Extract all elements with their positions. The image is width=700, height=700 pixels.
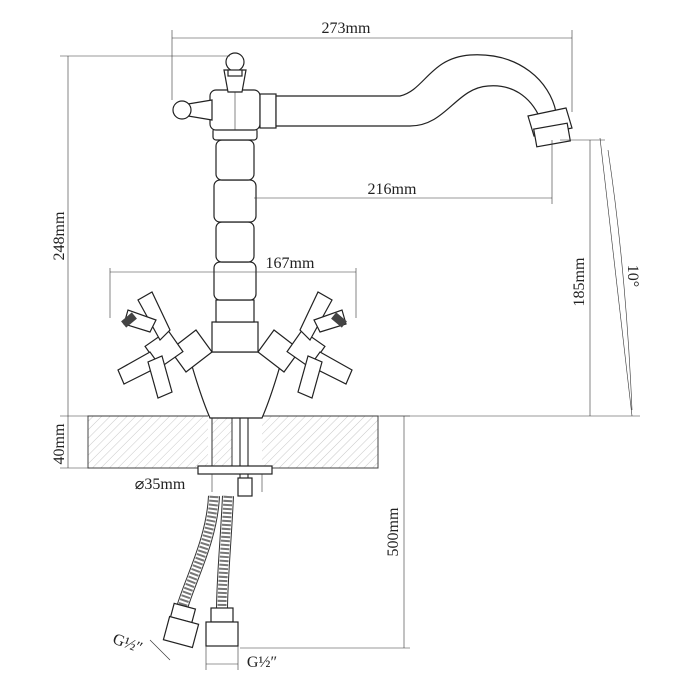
dimension-lines: [60, 30, 640, 670]
label-spout-angle: 10°: [624, 265, 641, 287]
left-hose-fitting: [162, 602, 200, 649]
label-total-width: 273mm: [322, 20, 371, 37]
countertop-section: [60, 415, 410, 497]
label-thread-left: G½″: [110, 631, 144, 657]
label-handle-span: 167mm: [266, 255, 315, 272]
dimension-labels: 273mm 216mm 167mm 248mm 185mm 10° 40mm ⌀…: [51, 20, 641, 671]
label-spout-height: 185mm: [571, 257, 588, 306]
faucet-body: [187, 89, 285, 419]
right-cross-handle: [257, 291, 353, 399]
spout: [259, 54, 573, 148]
label-total-height: 248mm: [51, 211, 68, 260]
left-cross-handle: [117, 291, 213, 399]
label-deck-thickness: 40mm: [51, 423, 68, 464]
label-spout-reach: 216mm: [368, 181, 417, 198]
top-lever-handle: [172, 52, 247, 121]
flexible-hoses: [162, 495, 239, 649]
label-thread-right: G½″: [247, 654, 277, 671]
label-hose-length: 500mm: [385, 507, 402, 556]
label-hole-diameter: ⌀35mm: [135, 476, 186, 493]
right-hose-fitting: [205, 607, 239, 647]
